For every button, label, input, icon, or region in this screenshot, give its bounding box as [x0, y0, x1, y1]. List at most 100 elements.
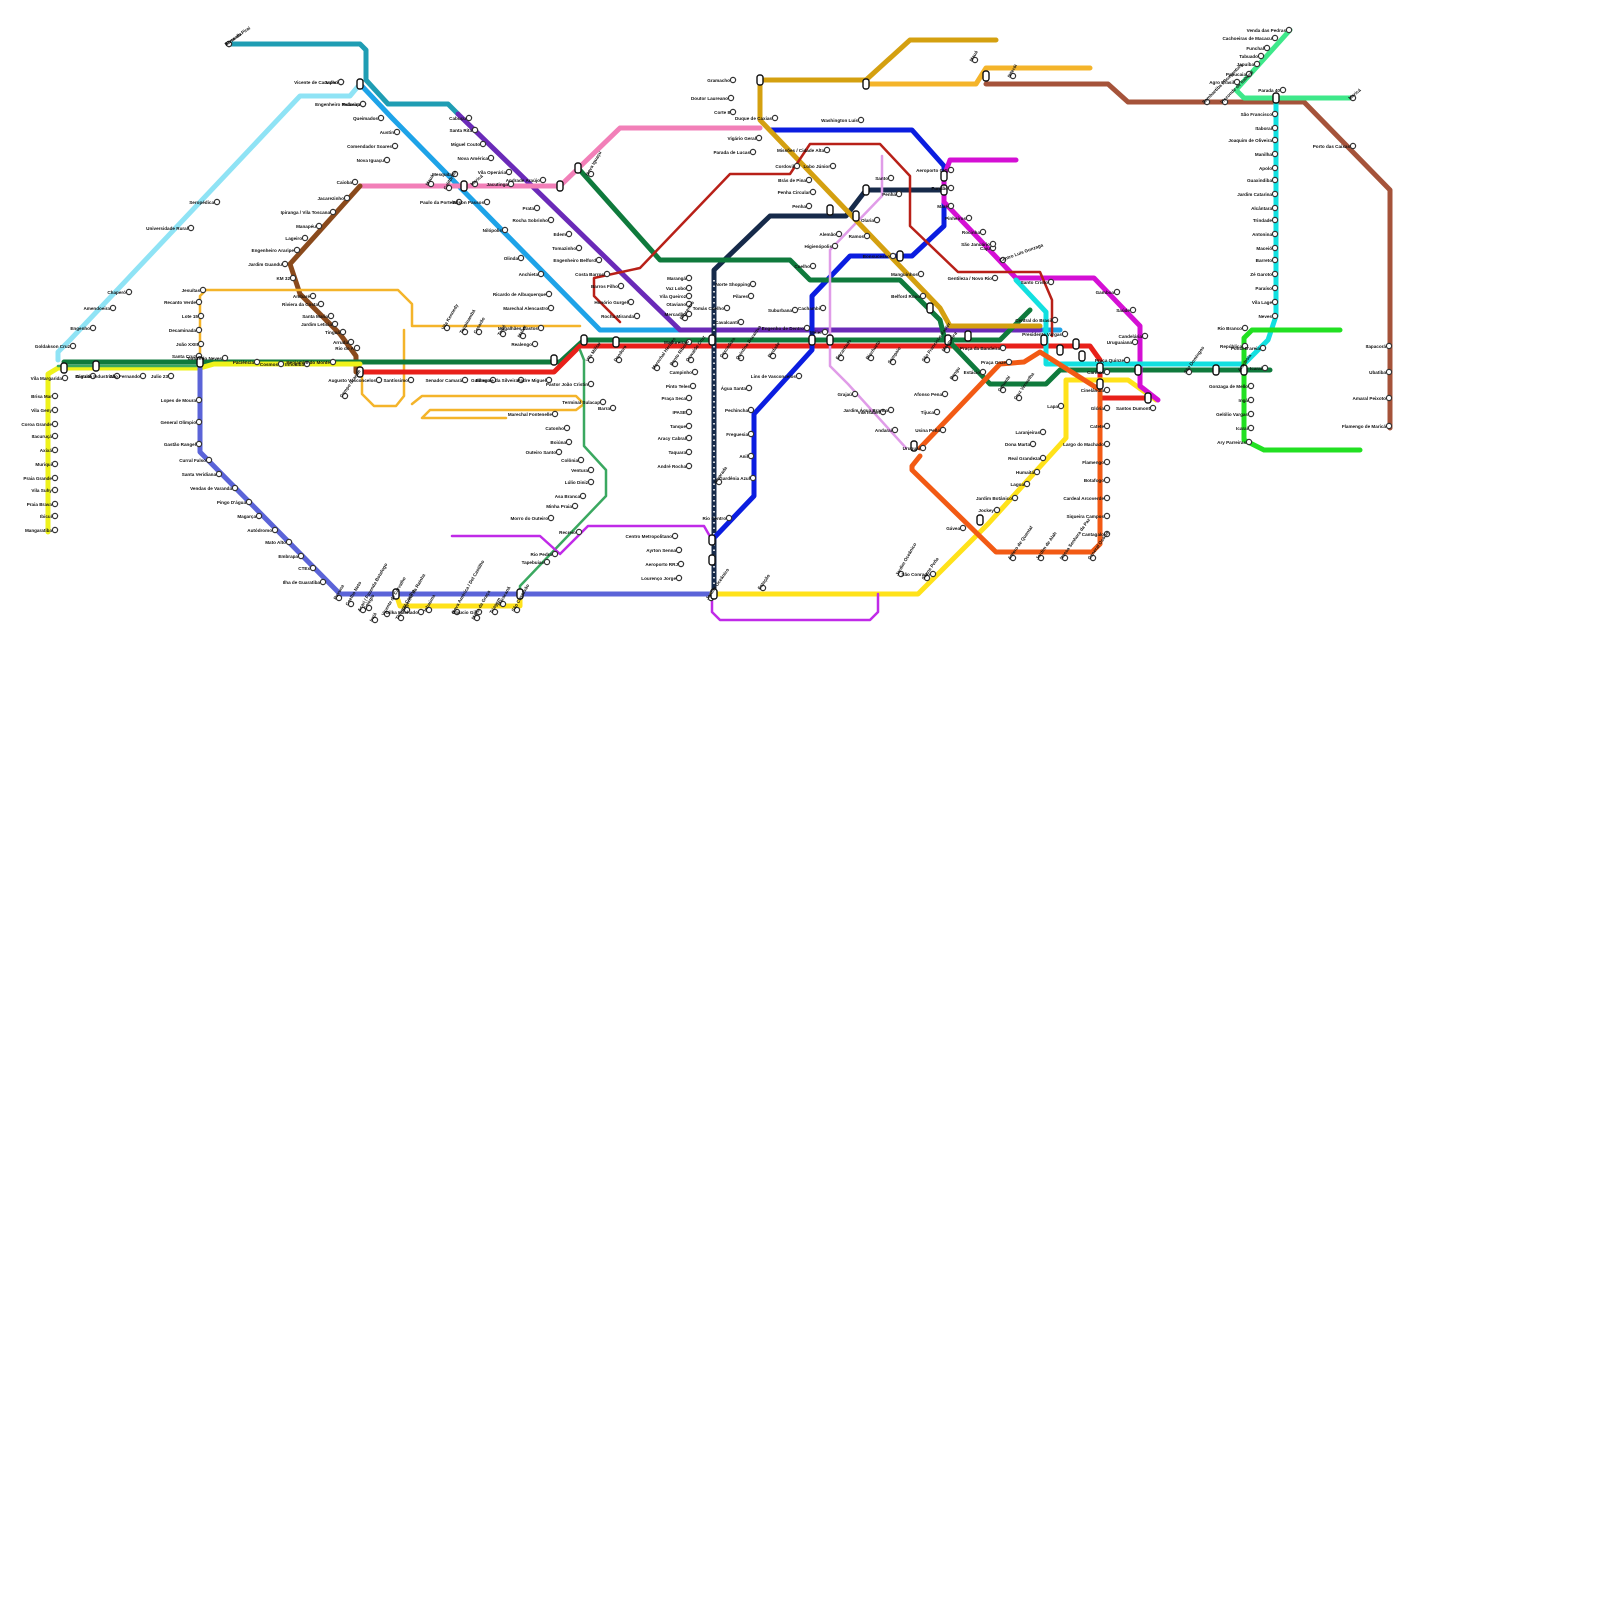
station-marker[interactable]: [555, 448, 563, 456]
station-marker[interactable]: [809, 262, 817, 270]
station[interactable]: Flamengo de Maricá: [1342, 424, 1387, 429]
station-marker[interactable]: [1271, 256, 1279, 264]
station[interactable]: Belford Roxo: [891, 294, 920, 299]
station[interactable]: São Francisco: [1241, 112, 1273, 117]
station-marker[interactable]: [297, 552, 305, 560]
station-marker[interactable]: [341, 392, 349, 400]
station-marker[interactable]: [1245, 70, 1253, 78]
station[interactable]: Ipiranga / Vila Toscana: [281, 210, 331, 215]
station[interactable]: Olaria: [861, 218, 874, 223]
station[interactable]: Autódromo: [247, 528, 272, 533]
station-marker[interactable]: [197, 340, 205, 348]
station[interactable]: Praça Seca: [661, 396, 686, 401]
station-marker[interactable]: [747, 292, 755, 300]
station[interactable]: Muriqui: [35, 462, 52, 467]
station-marker[interactable]: [831, 242, 839, 250]
station-marker[interactable]: [737, 318, 745, 326]
station-marker[interactable]: [475, 608, 483, 616]
station[interactable]: Paraíso: [1255, 286, 1272, 291]
interchange-marker[interactable]: [580, 334, 588, 346]
station[interactable]: Vila Lage: [1252, 300, 1273, 305]
station[interactable]: Mangaratiba: [25, 528, 53, 533]
station-marker[interactable]: [959, 524, 967, 532]
station-marker[interactable]: [195, 396, 203, 404]
station-marker[interactable]: [1257, 52, 1265, 60]
interchange-marker[interactable]: [944, 334, 952, 346]
station-marker[interactable]: [1203, 98, 1211, 106]
station-marker[interactable]: [737, 354, 745, 362]
station-marker[interactable]: [391, 142, 399, 150]
interchange-marker[interactable]: [1144, 392, 1152, 404]
station-marker[interactable]: [443, 324, 451, 332]
station[interactable]: Mato Alto: [265, 540, 286, 545]
interchange-marker[interactable]: [826, 204, 834, 216]
station-marker[interactable]: [359, 606, 367, 614]
station[interactable]: Otaviano: [666, 302, 686, 307]
station-marker[interactable]: [1009, 72, 1017, 80]
station[interactable]: João XXIII: [176, 342, 198, 347]
station-marker[interactable]: [1261, 364, 1269, 372]
station-marker[interactable]: [255, 512, 263, 520]
station[interactable]: Candelária: [1119, 334, 1143, 339]
station-marker[interactable]: [835, 230, 843, 238]
station[interactable]: Riviera da Costa: [282, 302, 318, 307]
station[interactable]: Corte 8: [714, 110, 730, 115]
station-marker[interactable]: [941, 390, 949, 398]
station[interactable]: Laranjeiras: [1015, 430, 1040, 435]
station-marker[interactable]: [685, 292, 693, 300]
station-marker[interactable]: [215, 470, 223, 478]
station-marker[interactable]: [1271, 110, 1279, 118]
station-marker[interactable]: [51, 500, 59, 508]
station-marker[interactable]: [427, 180, 435, 188]
station-marker[interactable]: [795, 372, 803, 380]
interchange-marker[interactable]: [940, 184, 948, 196]
station[interactable]: Recreio: [559, 530, 576, 535]
station[interactable]: Neves: [1258, 314, 1272, 319]
station-marker[interactable]: [993, 506, 1001, 514]
station[interactable]: Missões / Cidade Alta: [777, 148, 825, 153]
station-marker[interactable]: [327, 312, 335, 320]
station-marker[interactable]: [51, 420, 59, 428]
station[interactable]: Penha: [792, 204, 806, 209]
station[interactable]: Joaquim de Oliveira: [1228, 138, 1272, 143]
station[interactable]: Água Santa: [721, 385, 747, 391]
station[interactable]: Colônia: [561, 458, 578, 463]
station-marker[interactable]: [979, 228, 987, 236]
station-marker[interactable]: [277, 360, 285, 368]
station[interactable]: São Januário: [961, 242, 990, 247]
station[interactable]: Ambaré: [293, 294, 311, 299]
station-marker[interactable]: [1103, 458, 1111, 466]
station[interactable]: Paciência: [233, 360, 255, 365]
station-marker[interactable]: [1057, 402, 1065, 410]
station[interactable]: Flamengo: [1082, 460, 1104, 465]
station-marker[interactable]: [873, 216, 881, 224]
station[interactable]: Amaral Peixoto: [1353, 396, 1387, 401]
station-marker[interactable]: [1185, 368, 1193, 376]
station[interactable]: Jesuítas: [182, 288, 201, 293]
station-marker[interactable]: [823, 146, 831, 154]
station[interactable]: André Rocha: [657, 464, 686, 469]
station-marker[interactable]: [1271, 34, 1279, 42]
station-marker[interactable]: [547, 304, 555, 312]
station[interactable]: Decaminada: [169, 328, 197, 333]
station-marker[interactable]: [537, 324, 545, 332]
station-marker[interactable]: [205, 456, 213, 464]
station-marker[interactable]: [1103, 494, 1111, 502]
station-marker[interactable]: [537, 270, 545, 278]
station[interactable]: Alcântara: [1251, 206, 1272, 211]
station-marker[interactable]: [309, 564, 317, 572]
station-marker[interactable]: [337, 78, 345, 86]
station-marker[interactable]: [69, 342, 77, 350]
station[interactable]: Penha Circular: [778, 190, 811, 195]
station-marker[interactable]: [565, 438, 573, 446]
station-marker[interactable]: [1271, 124, 1279, 132]
station[interactable]: Cantagalo: [1082, 532, 1104, 537]
station[interactable]: Mercadão: [665, 312, 687, 317]
station-marker[interactable]: [1113, 288, 1121, 296]
interchange-marker[interactable]: [60, 362, 68, 374]
station[interactable]: Pinheiros: [945, 216, 966, 221]
station-marker[interactable]: [571, 502, 579, 510]
station-marker[interactable]: [347, 338, 355, 346]
interchange-marker[interactable]: [1240, 364, 1248, 376]
station[interactable]: Botafogo: [1084, 478, 1104, 483]
